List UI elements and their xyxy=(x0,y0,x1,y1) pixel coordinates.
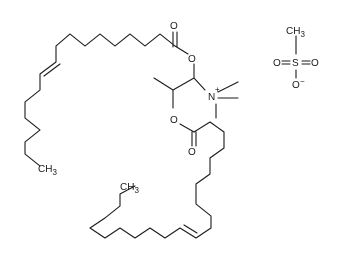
backbone-bonds xyxy=(153,63,206,109)
atom-o-carbonyl-bottom: O xyxy=(188,147,196,158)
n-methyl-bonds xyxy=(215,81,239,119)
bottom-tail-ch3: CH3 xyxy=(120,182,139,195)
mesylate-o-left: O xyxy=(273,58,281,69)
top-acyl-chain xyxy=(24,33,176,167)
atom-o-ester-top: O xyxy=(188,54,196,65)
bonds xyxy=(24,31,311,239)
mesylate-charge: − xyxy=(300,77,305,86)
bottom-chain-double-bond xyxy=(183,224,198,234)
top-tail-ch3: CH3 xyxy=(38,164,57,177)
mesylate-ch3: CH3 xyxy=(286,26,305,39)
mesylate-s: S xyxy=(292,58,299,69)
top-ester-bond xyxy=(174,45,189,55)
bottom-ester-bond xyxy=(179,123,195,133)
atom-o-carbonyl-top: O xyxy=(170,21,178,32)
top-carbonyl-bond xyxy=(172,31,178,48)
top-chain-double-bond xyxy=(43,63,61,77)
mesylate-bonds xyxy=(281,35,311,79)
atom-n-charge: + xyxy=(215,85,220,94)
atom-n: N xyxy=(208,92,215,103)
mesylate-o-right: O xyxy=(311,58,319,69)
bottom-acyl-chain xyxy=(89,121,225,239)
bottom-carbonyl-bond xyxy=(191,131,197,147)
atom-o-ester-bottom: O xyxy=(170,115,178,126)
atom-labels: O O N + O O CH3 CH3 CH3 S O O O − xyxy=(38,21,319,195)
mesylate-o-bottom: O xyxy=(292,80,300,91)
